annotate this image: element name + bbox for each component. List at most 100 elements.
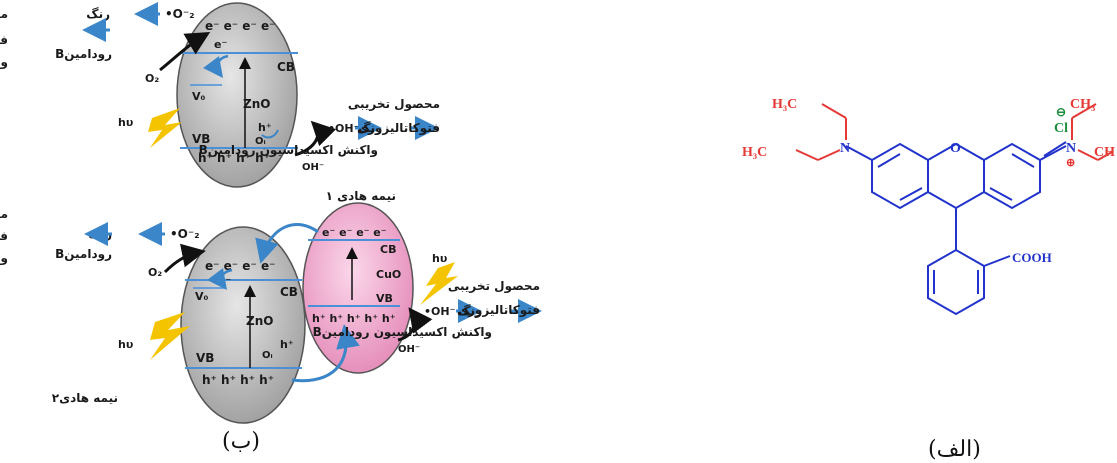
vb-label-top: VB [192, 132, 210, 146]
prod-title-top: محصول تخریبی [0, 7, 8, 22]
zno-label-top: ZnO [243, 97, 270, 111]
bond-l1 [877, 153, 901, 168]
minus-charge: ⊖ [1056, 105, 1066, 119]
vb-label-bottom: VB [196, 351, 214, 365]
caption-right: (الف) [928, 437, 981, 462]
rhodamine-bottom: رودامینB [55, 247, 112, 262]
prod-title-right-bottom: محصول تخریبی [448, 279, 540, 294]
ch3-right: CH₃ [1070, 97, 1095, 112]
h-row-top: h⁺ h⁺ h⁺ h⁺ [198, 151, 270, 165]
rhodamine-top: رودامینB [55, 47, 112, 62]
cb-label-bottom: CB [280, 285, 298, 299]
bond-nr [1039, 145, 1067, 161]
bond-nl [845, 145, 873, 161]
zno-particle-bottom [180, 226, 306, 424]
vo-label-top: V₀ [192, 90, 206, 103]
e-row-bottom: e⁻ e⁻ e⁻ e⁻ [205, 259, 275, 273]
e-trap-bottom: e⁻ [218, 275, 231, 288]
e-trap-top: e⁻ [214, 38, 227, 51]
o-ring: O [950, 141, 961, 156]
bond-cooh [983, 255, 1011, 267]
bond-et3 [817, 149, 841, 161]
n-right: N [1066, 141, 1076, 156]
hv-label-top: hυ [118, 116, 133, 129]
bond-l2 [899, 187, 923, 201]
bond-et2 [821, 103, 847, 119]
photocat-right-top: فتوکاتالیزوری [357, 121, 440, 136]
dye-right-bottom: رنگ [458, 304, 482, 318]
plus-charge: ⊕ [1066, 157, 1075, 169]
oxidation-right-bottom: واکنش اکسیداسیون رودامینB [313, 325, 492, 340]
bottom-diagram: e⁻ e⁻ e⁻ e⁻ CB CuO VB h⁺ h⁺ h⁺ h⁺ h⁺ e⁻ … [0, 189, 542, 424]
cooh-label: COOH [1012, 250, 1052, 265]
trap-arrow-top [203, 54, 229, 79]
semi1-label: نیمه هادی ۱ [326, 189, 396, 203]
bond-r1 [1011, 153, 1035, 168]
oh-arrow-bottom [397, 307, 433, 342]
trap-arrow-bottom [207, 267, 233, 291]
rhodamine-b-structure [845, 141, 1067, 316]
ethyl-groups [795, 103, 1113, 161]
bond-et6 [1071, 103, 1097, 119]
bond-r2 [989, 187, 1013, 201]
prod-title-bottom: محصول تخریبی [0, 207, 8, 222]
superoxide-bottom: •O⁻₂ [170, 227, 199, 241]
hv-right-bottom: hυ [432, 252, 447, 265]
dye-right-top: رنگ [358, 121, 382, 135]
ring-phenyl [927, 248, 985, 316]
cb-label-top: CB [277, 60, 295, 74]
cuo-e-row: e⁻ e⁻ e⁻ e⁻ [322, 226, 387, 239]
oh-rad-top: •OH⁻ [328, 122, 360, 135]
semi2-label: نیمه هادی۲ [52, 391, 118, 405]
o2-label-top: O₂ [145, 72, 159, 85]
o2-label-bottom: O₂ [148, 266, 162, 279]
ring-right [983, 142, 1041, 210]
bond-et8 [1097, 151, 1113, 161]
top-diagram: e⁻ e⁻ e⁻ e⁻ e⁻ CB V₀ ZnO h⁺ Oᵢ VB h⁺ h⁺ … [0, 2, 440, 188]
zno-label-bottom: ZnO [246, 314, 273, 328]
reduction-top: واکنش احیای [0, 55, 8, 70]
lightning-bolt-left-icon [150, 312, 190, 360]
oh-top: OH⁻ [302, 162, 324, 173]
hole-trap-top [261, 129, 279, 139]
oh-arrow-top [294, 120, 337, 157]
oh-rad-bottom: •OH⁻ [424, 305, 456, 318]
photocat-bottom: فتوکاتالیزوری [0, 229, 8, 244]
oi-label-bottom: Oᵢ [262, 350, 273, 361]
h-single-top: h⁺ [258, 121, 272, 134]
cuo-h-row: h⁺ h⁺ h⁺ h⁺ h⁺ [312, 312, 396, 325]
o2-arrow-top [159, 31, 211, 72]
superoxide-top: •O⁻₂ [165, 7, 194, 21]
o2-arrow-bottom [163, 243, 206, 274]
oxidation-right-top: واکنش اکسیداسیون رودامینB [199, 143, 378, 158]
cuo-vb-label: VB [376, 292, 393, 305]
bond-nr2 [1043, 141, 1067, 157]
cuo-label: CuO [376, 268, 401, 281]
hole-transfer-arrow [291, 324, 360, 383]
h-row-bottom: h⁺ h⁺ h⁺ h⁺ [202, 373, 274, 387]
photocat-top: فتوکاتالیزوری [0, 33, 8, 48]
ch-right: CH [1094, 145, 1115, 160]
bond-et4 [795, 149, 819, 161]
e-row-top: e⁻ e⁻ e⁻ e⁻ [205, 19, 275, 33]
oh-bottom: OH⁻ [398, 344, 420, 355]
photocat-right-bottom: فتوکاتالیزوری [457, 303, 540, 318]
reduction-bottom: واکنش احیای [0, 251, 8, 266]
dye-label-top: رنگ [86, 7, 110, 21]
vo-label-bottom: V₀ [195, 290, 209, 303]
cuo-particle [302, 202, 414, 374]
h-single-bottom: h⁺ [280, 338, 294, 351]
hv-left-bottom: hυ [118, 338, 133, 351]
oi-label-top: Oᵢ [255, 136, 266, 147]
cuo-cb-label: CB [380, 243, 396, 256]
caption-left: (ب) [222, 429, 260, 454]
electron-transfer-arrow [255, 223, 319, 264]
lightning-bolt-icon [148, 108, 182, 148]
h3c-top: H₃C [772, 97, 797, 112]
prod-title-right-top: محصول تخریبی [348, 97, 440, 112]
n-left: N [840, 141, 850, 156]
cl-label: Cl [1054, 121, 1068, 136]
bond-et7 [1077, 149, 1099, 161]
lightning-bolt-right-icon [420, 262, 458, 305]
